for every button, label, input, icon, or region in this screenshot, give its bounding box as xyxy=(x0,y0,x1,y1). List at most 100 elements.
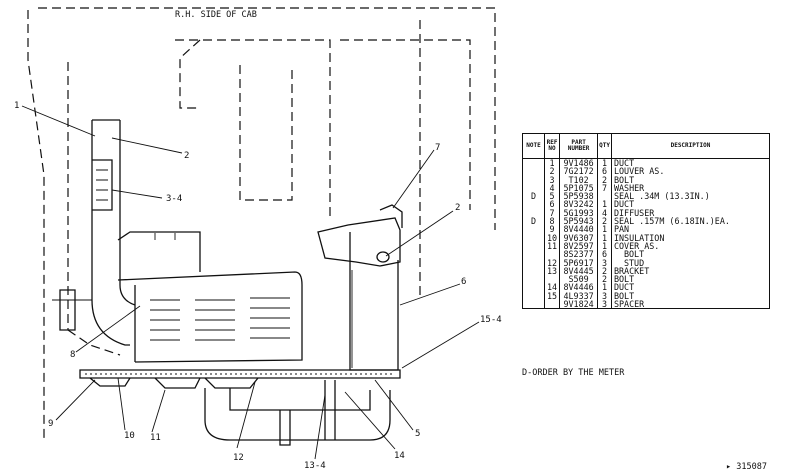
cell-desc: WASHER xyxy=(610,184,771,192)
cell-part: 8S2377 xyxy=(559,250,599,259)
cell-part: 5P1075 xyxy=(559,184,599,192)
cell-ref: 6 xyxy=(543,200,561,209)
cell-part: 5P5938 xyxy=(559,192,599,201)
callout-5: 5 xyxy=(415,429,420,439)
callout-13-4: 13-4 xyxy=(304,461,326,471)
cell-desc: DUCT xyxy=(610,200,771,209)
cell-desc: BOLT xyxy=(610,175,771,184)
cell-desc: BOLT xyxy=(610,275,771,284)
callout-14: 14 xyxy=(394,451,405,461)
cell-part: 5P6917 xyxy=(559,258,599,267)
cell-desc: SEAL .34M (13.3IN.) xyxy=(610,192,771,201)
callout-3-4: 3-4 xyxy=(166,194,182,204)
cell-note: D xyxy=(522,217,545,225)
cell-desc: DUCT xyxy=(610,283,771,292)
cell-part: 9V6307 xyxy=(559,233,599,242)
cell-note: D xyxy=(522,192,545,201)
cell-ref: 4 xyxy=(543,184,561,192)
cell-note xyxy=(522,200,545,209)
cell-ref: 9 xyxy=(543,225,561,234)
cell-part: 8V4445 xyxy=(559,267,599,275)
pan xyxy=(79,369,401,389)
callout-2-right: 2 xyxy=(455,203,460,213)
cell-ref: 11 xyxy=(543,242,561,250)
cell-ref: 14 xyxy=(543,283,561,292)
cell-desc: STUD xyxy=(610,258,771,267)
cell-desc: SEAL .157M (6.18IN.)EA. xyxy=(610,217,771,225)
cell-note xyxy=(522,275,545,284)
cell-ref: 12 xyxy=(543,258,561,267)
upright-duct xyxy=(317,204,403,371)
cell-note xyxy=(522,300,545,310)
cell-desc: BOLT xyxy=(610,291,771,300)
cell-part: 8V4446 xyxy=(559,283,599,292)
cell-desc: LOUVER AS. xyxy=(610,167,771,176)
cell-ref: 1 xyxy=(543,158,561,168)
vertical-duct xyxy=(52,119,136,346)
cell-desc: SPACER xyxy=(610,300,771,310)
parts-table-header: NOTE REF NO PART NUMBER QTY DESCRIPTION xyxy=(522,133,771,159)
cell-note xyxy=(522,266,545,276)
cell-ref: 13 xyxy=(543,267,561,275)
cell-note xyxy=(522,291,545,301)
cell-note xyxy=(522,250,545,259)
header-description: DESCRIPTION xyxy=(610,133,771,159)
leader-lines xyxy=(21,105,480,460)
cell-part: 8V3242 xyxy=(559,200,599,209)
cell-part: 5P5943 xyxy=(559,217,599,225)
callout-7: 7 xyxy=(435,143,440,153)
callout-15-4: 15-4 xyxy=(480,315,502,325)
cell-desc: INSULATION xyxy=(610,233,771,242)
cell-qty: 3 xyxy=(597,300,612,310)
cell-part: 9V1824 xyxy=(559,300,599,310)
callout-6: 6 xyxy=(461,277,466,287)
callout-11: 11 xyxy=(150,433,161,443)
cell-ref: 15 xyxy=(543,291,561,300)
cell-note xyxy=(522,225,545,234)
cell-desc: COVER AS. xyxy=(610,242,771,250)
cell-desc: DIFFUSER xyxy=(610,208,771,217)
callouts: 1 2 3-4 8 9 10 11 12 13-4 14 5 15-4 6 2 … xyxy=(14,101,502,471)
cell-part: T102 xyxy=(559,175,599,184)
callout-8: 8 xyxy=(70,350,75,360)
cell-part: 4L9337 xyxy=(559,291,599,300)
cell-note xyxy=(522,283,545,292)
cell-note xyxy=(522,258,545,267)
lower-duct xyxy=(204,380,391,446)
header-ref-no: REF NO xyxy=(543,133,561,159)
cover-assembly xyxy=(117,231,303,363)
cab-outline xyxy=(27,7,496,440)
cell-note xyxy=(522,158,545,168)
cell-desc: PAN xyxy=(610,225,771,234)
cell-part: S509 xyxy=(559,275,599,284)
parts-list-table: NOTE REF NO PART NUMBER QTY DESCRIPTION … xyxy=(522,133,771,310)
header-part-number: PART NUMBER xyxy=(559,133,599,159)
cell-part: 8V2597 xyxy=(559,242,599,250)
cell-desc: BOLT xyxy=(610,250,771,259)
cell-ref: 7 xyxy=(543,208,561,217)
cell-part: 7G2172 xyxy=(559,167,599,176)
cell-note xyxy=(522,167,545,176)
header-label: R.H. SIDE OF CAB xyxy=(175,10,257,20)
cell-part: 8V4440 xyxy=(559,225,599,234)
callout-10: 10 xyxy=(124,431,135,441)
cell-note xyxy=(522,233,545,242)
cell-desc: BRACKET xyxy=(610,267,771,275)
cell-ref: 2 xyxy=(543,167,561,176)
cell-ref xyxy=(543,275,561,284)
